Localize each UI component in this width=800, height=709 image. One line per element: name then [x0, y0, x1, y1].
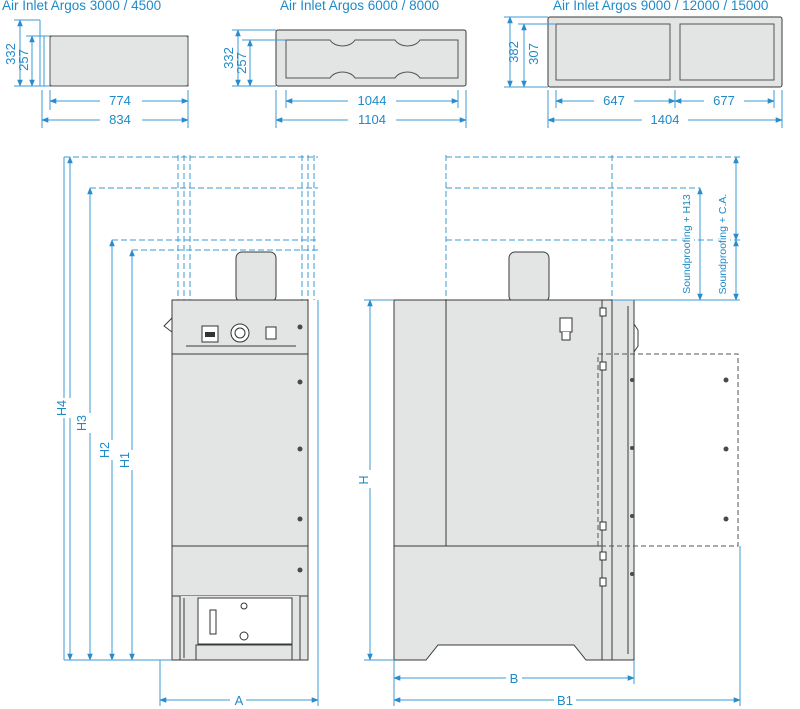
top-view-3-width-outer: 1404: [651, 112, 680, 127]
top-view-3: Air Inlet Argos 9000 / 12000 / 15000 382…: [504, 0, 783, 128]
top-view-3-height-outer: 382: [506, 41, 521, 63]
top-view-3-width-right: 677: [713, 93, 735, 108]
top-view-2-height-inner: 257: [234, 52, 249, 74]
dim-h1: H1: [118, 452, 132, 468]
dim-b: B: [510, 671, 519, 686]
dim-b1: B1: [557, 693, 573, 708]
front-view: H4 H3 H2 H1 A: [55, 155, 319, 708]
dim-h: H: [357, 475, 371, 484]
soundproofing-ca-label: Soundproofing + C.A.: [717, 194, 729, 295]
side-view: H B B1 Soundproofing + H13 Soundproofing…: [357, 155, 741, 708]
top-view-2: Air Inlet Argos 6000 / 8000 332 257 1044…: [221, 0, 467, 128]
top-view-2-height-outer: 332: [221, 47, 236, 69]
soundproofing-h13-label: Soundproofing + H13: [681, 194, 693, 294]
dim-h3: H3: [75, 415, 89, 431]
top-view-2-title: Air Inlet Argos 6000 / 8000: [280, 0, 439, 13]
dim-h2: H2: [98, 442, 112, 458]
top-view-3-title: Air Inlet Argos 9000 / 12000 / 15000: [553, 0, 768, 13]
top-view-1-title: Air Inlet Argos 3000 / 4500: [2, 0, 161, 13]
top-view-1-height-outer: 332: [3, 43, 18, 65]
top-view-1-height-inner: 257: [16, 49, 31, 71]
dim-h4: H4: [55, 400, 69, 416]
top-view-2-width-inner: 1044: [358, 93, 387, 108]
top-view-3-height-inner: 307: [526, 43, 541, 65]
top-view-1-width-inner: 774: [109, 93, 131, 108]
dim-a: A: [235, 693, 244, 708]
top-view-3-width-left: 647: [603, 93, 625, 108]
top-view-1-width-outer: 834: [109, 112, 131, 127]
top-view-2-width-outer: 1104: [358, 112, 386, 127]
top-view-1: Air Inlet Argos 3000 / 4500 332 257 774 …: [2, 0, 189, 128]
